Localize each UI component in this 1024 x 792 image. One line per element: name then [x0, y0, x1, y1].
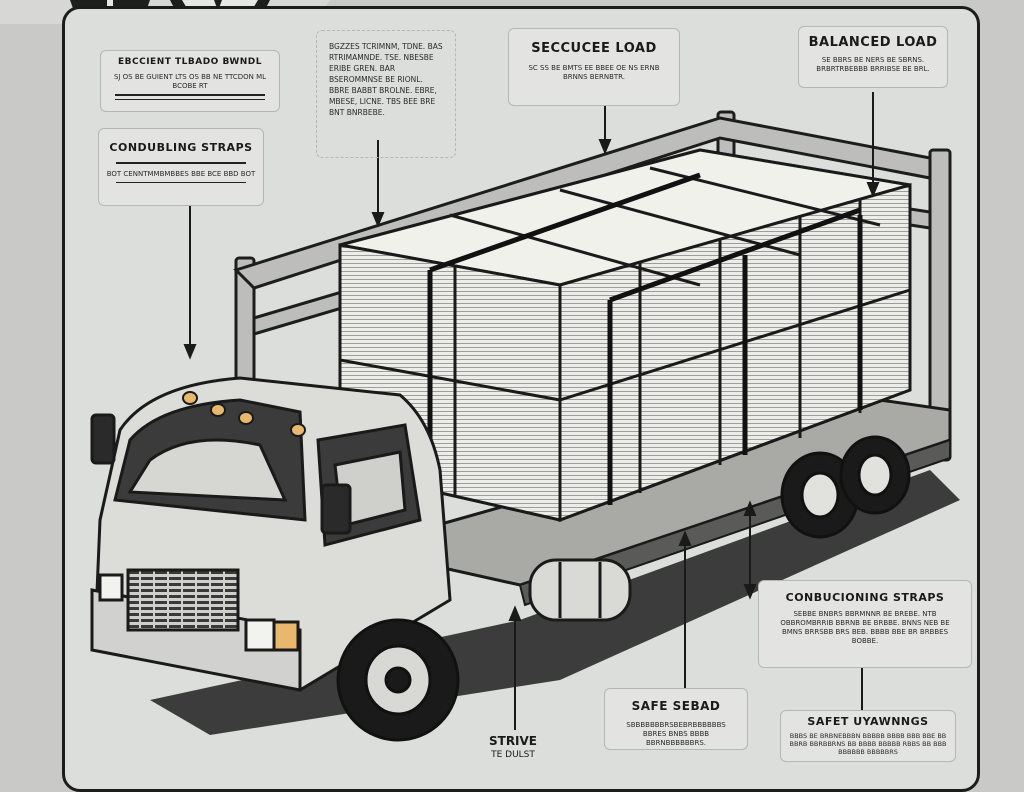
callout-body: BBBS BE BRBNEBBBN BBBBB BBBB BBB BBE BB …: [789, 732, 947, 756]
callout-body: SEBBE BNBRS BBRMNNR BE BREBE. NTB OBBROM…: [780, 610, 950, 645]
callout-safety-warnings: SAFET UYAWNNGS BBBS BE BRBNEBBBN BBBBB B…: [780, 710, 956, 762]
callout-body: SE BBRS BE NERS BE SBRNS. BRBRTRBEBBB BR…: [816, 56, 930, 73]
fuel-tank: [528, 558, 632, 622]
divider: [116, 162, 246, 164]
callout-title: SAFET UYAWNNGS: [807, 715, 929, 728]
callout-title: SAFE SEBAD: [631, 699, 721, 713]
callout-title: BALANCED LOAD: [808, 35, 938, 50]
callout-subtitle: TE DULST: [491, 750, 535, 760]
callout-title: STRIVE: [488, 734, 538, 748]
rear-wheels: [780, 435, 911, 539]
callout-body: SC SS BE BMTS EE BBEE OE NS ERNB BRNNS B…: [528, 64, 660, 81]
callout-body: BGZZES TCRIMNM, TDNE. BAS RTRIMAMNDE. TS…: [329, 42, 443, 117]
callout-balanced-load: BALANCED LOAD SE BBRS BE NERS BE SBRNS. …: [798, 26, 948, 88]
callout-load-notes: BGZZES TCRIMNM, TDNE. BAS RTRIMAMNDE. TS…: [316, 30, 456, 158]
callout-title: CONDUBLING STRAPS: [109, 141, 253, 154]
roof-marker-lights: [182, 391, 306, 437]
callout-safe-seal: SAFE SEBAD SBBBBBBBRSBEBRBBBBBBS BBRES B…: [604, 688, 748, 750]
divider: [115, 94, 265, 96]
cargo-straps: [427, 172, 863, 505]
callout-conditioning-straps-left: CONDUBLING STRAPS BOT CENNTMMBMBBES BBE …: [98, 128, 264, 206]
divider: [115, 98, 265, 100]
front-wheel: [336, 618, 460, 742]
callout-body: SJ OS BE GUIENT LTS OS BB NE TTCDON ML B…: [113, 73, 267, 90]
divider: [116, 181, 246, 183]
callout-strive: STRIVE TE DULST: [468, 734, 558, 760]
callout-secured-load: SECCUCEE LOAD SC SS BE BMTS EE BBEE OE N…: [508, 28, 680, 106]
callout-securing-load: EBCCIENT TLBADO BWNDL SJ OS BE GUIENT LT…: [100, 50, 280, 112]
callout-title: EBCCIENT TLBADO BWNDL: [117, 57, 262, 67]
truck-cab: [90, 376, 452, 692]
callout-title: SECCUCEE LOAD: [531, 41, 657, 56]
callout-body: BOT CENNTMMBMBBES BBE BCE BBD BOT: [106, 169, 256, 178]
callout-body: SBBBBBBBRSBEBRBBBBBBS BBRES BNBS BBBB BB…: [626, 721, 726, 747]
callout-title: CONBUCIONING STRAPS: [785, 591, 945, 604]
leader-arrows: [183, 92, 880, 730]
truck-illustration: [90, 92, 960, 742]
callout-conditioning-straps-right: CONBUCIONING STRAPS SEBBE BNBRS BBRMNNR …: [758, 580, 972, 668]
